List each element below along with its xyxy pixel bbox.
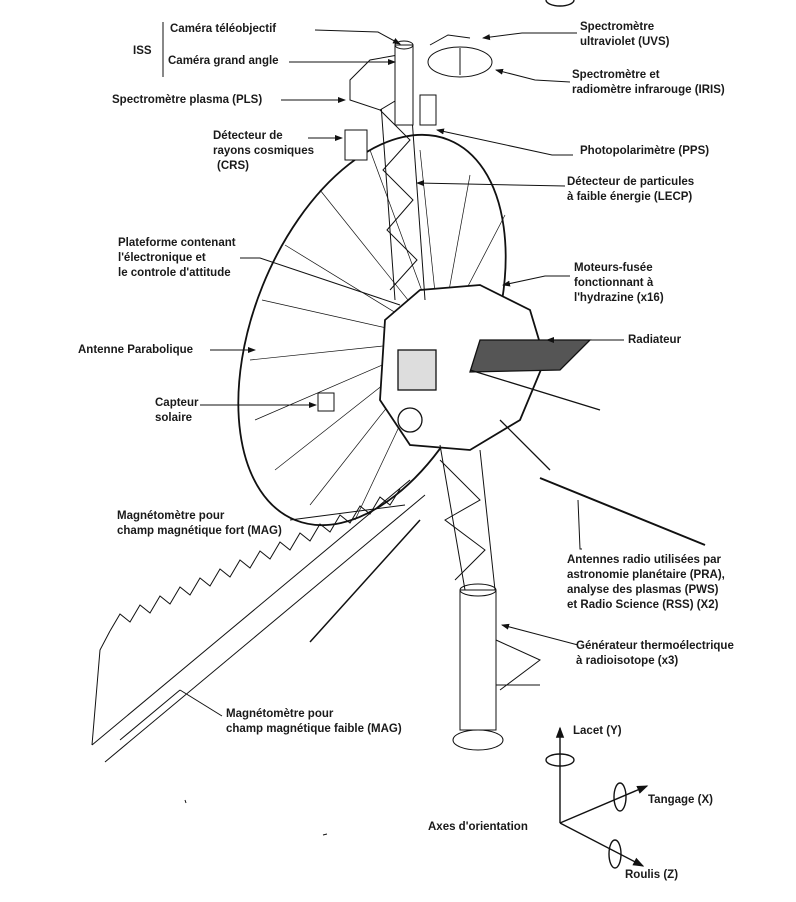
yaw-axis-label: Lacet (Y) xyxy=(573,725,622,737)
platform-line-3: le controle d'attitude xyxy=(118,267,231,279)
pps-label: Photopolarimètre (PPS) xyxy=(580,145,710,157)
thrusters-line-2: fonctionnant à xyxy=(574,277,654,289)
lecp-label: Détecteur de particules à faible énergie… xyxy=(567,175,694,205)
leader-lines xyxy=(162,22,624,717)
platform-line-2: l'électronique et xyxy=(118,252,206,264)
camera-tele-label: Caméra téléobjectif xyxy=(170,23,277,35)
mag-high-line-2: champ magnétique fort (MAG) xyxy=(117,525,282,537)
mag-low-line-1: Magnétomètre pour xyxy=(226,708,334,720)
crs-line-1: Détecteur de xyxy=(213,130,283,142)
radiator-label: Radiateur xyxy=(628,334,682,346)
thrusters-line-1: Moteurs-fusée xyxy=(574,262,653,274)
orientation-axes xyxy=(545,0,649,869)
science-boom xyxy=(317,34,493,412)
lecp-line-2: à faible énergie (LECP) xyxy=(567,191,693,203)
rtg-line-1: Générateur thermoélectrique xyxy=(576,640,734,652)
radio-line-2: astronomie planétaire (PRA), xyxy=(567,569,725,581)
radio-antenna-2 xyxy=(309,519,421,643)
rtg-label: Générateur thermoélectrique à radioisoto… xyxy=(576,639,734,669)
rtg-boom xyxy=(439,444,541,751)
axes-title: Axes d'orientation xyxy=(428,821,528,833)
magnetometer-boom xyxy=(91,479,426,763)
crs-line-3: (CRS) xyxy=(217,160,249,172)
sun-sensor-label: Capteur solaire xyxy=(155,396,198,426)
roll-axis-label: Roulis (Z) xyxy=(625,869,679,881)
thrusters-line-3: l'hydrazine (x16) xyxy=(574,292,664,304)
crs-label: Détecteur de rayons cosmiques (CRS) xyxy=(213,129,314,174)
rtg-line-2: à radioisotope (x3) xyxy=(576,655,679,667)
spacecraft-bus xyxy=(379,284,601,471)
radio-line-4: et Radio Science (RSS) (X2) xyxy=(567,599,719,611)
platform-label: Plateforme contenant l'électronique et l… xyxy=(118,236,236,281)
lecp-line-1: Détecteur de particules xyxy=(567,176,695,188)
iris-label: Spectromètre et radiomètre infrarouge (I… xyxy=(572,68,725,98)
radio-antennas-label: Antennes radio utilisées par astronomie … xyxy=(567,553,725,613)
iris-line-2: radiomètre infrarouge (IRIS) xyxy=(572,84,725,96)
mag-low-label: Magnétomètre pour champ magnétique faibl… xyxy=(226,707,402,737)
uvs-label: Spectromètre ultraviolet (UVS) xyxy=(580,20,669,50)
iris-line-1: Spectromètre et xyxy=(572,69,660,81)
crs-line-2: rayons cosmiques xyxy=(213,145,314,157)
mag-high-line-1: Magnétomètre pour xyxy=(117,510,225,522)
radio-line-3: analyse des plasmas (PWS) xyxy=(567,584,719,596)
camera-wide-label: Caméra grand angle xyxy=(168,55,279,67)
radio-line-1: Antennes radio utilisées par xyxy=(567,554,722,566)
mag-high-label: Magnétomètre pour champ magnétique fort … xyxy=(117,509,282,539)
uvs-line-2: ultraviolet (UVS) xyxy=(580,36,670,48)
radio-antenna-1 xyxy=(539,477,706,546)
uvs-line-1: Spectromètre xyxy=(580,21,655,33)
mag-low-line-2: champ magnétique faible (MAG) xyxy=(226,723,402,735)
thrusters-label: Moteurs-fusée fonctionnant à l'hydrazine… xyxy=(574,261,664,306)
platform-line-1: Plateforme contenant xyxy=(118,237,236,249)
iss-label: ISS xyxy=(133,45,152,57)
sun-sensor-line-2: solaire xyxy=(155,412,193,424)
sun-sensor-line-1: Capteur xyxy=(155,397,199,409)
pls-label: Spectromètre plasma (PLS) xyxy=(112,94,263,106)
pitch-axis-label: Tangage (X) xyxy=(648,794,713,806)
dish-label: Antenne Parabolique xyxy=(78,344,194,356)
